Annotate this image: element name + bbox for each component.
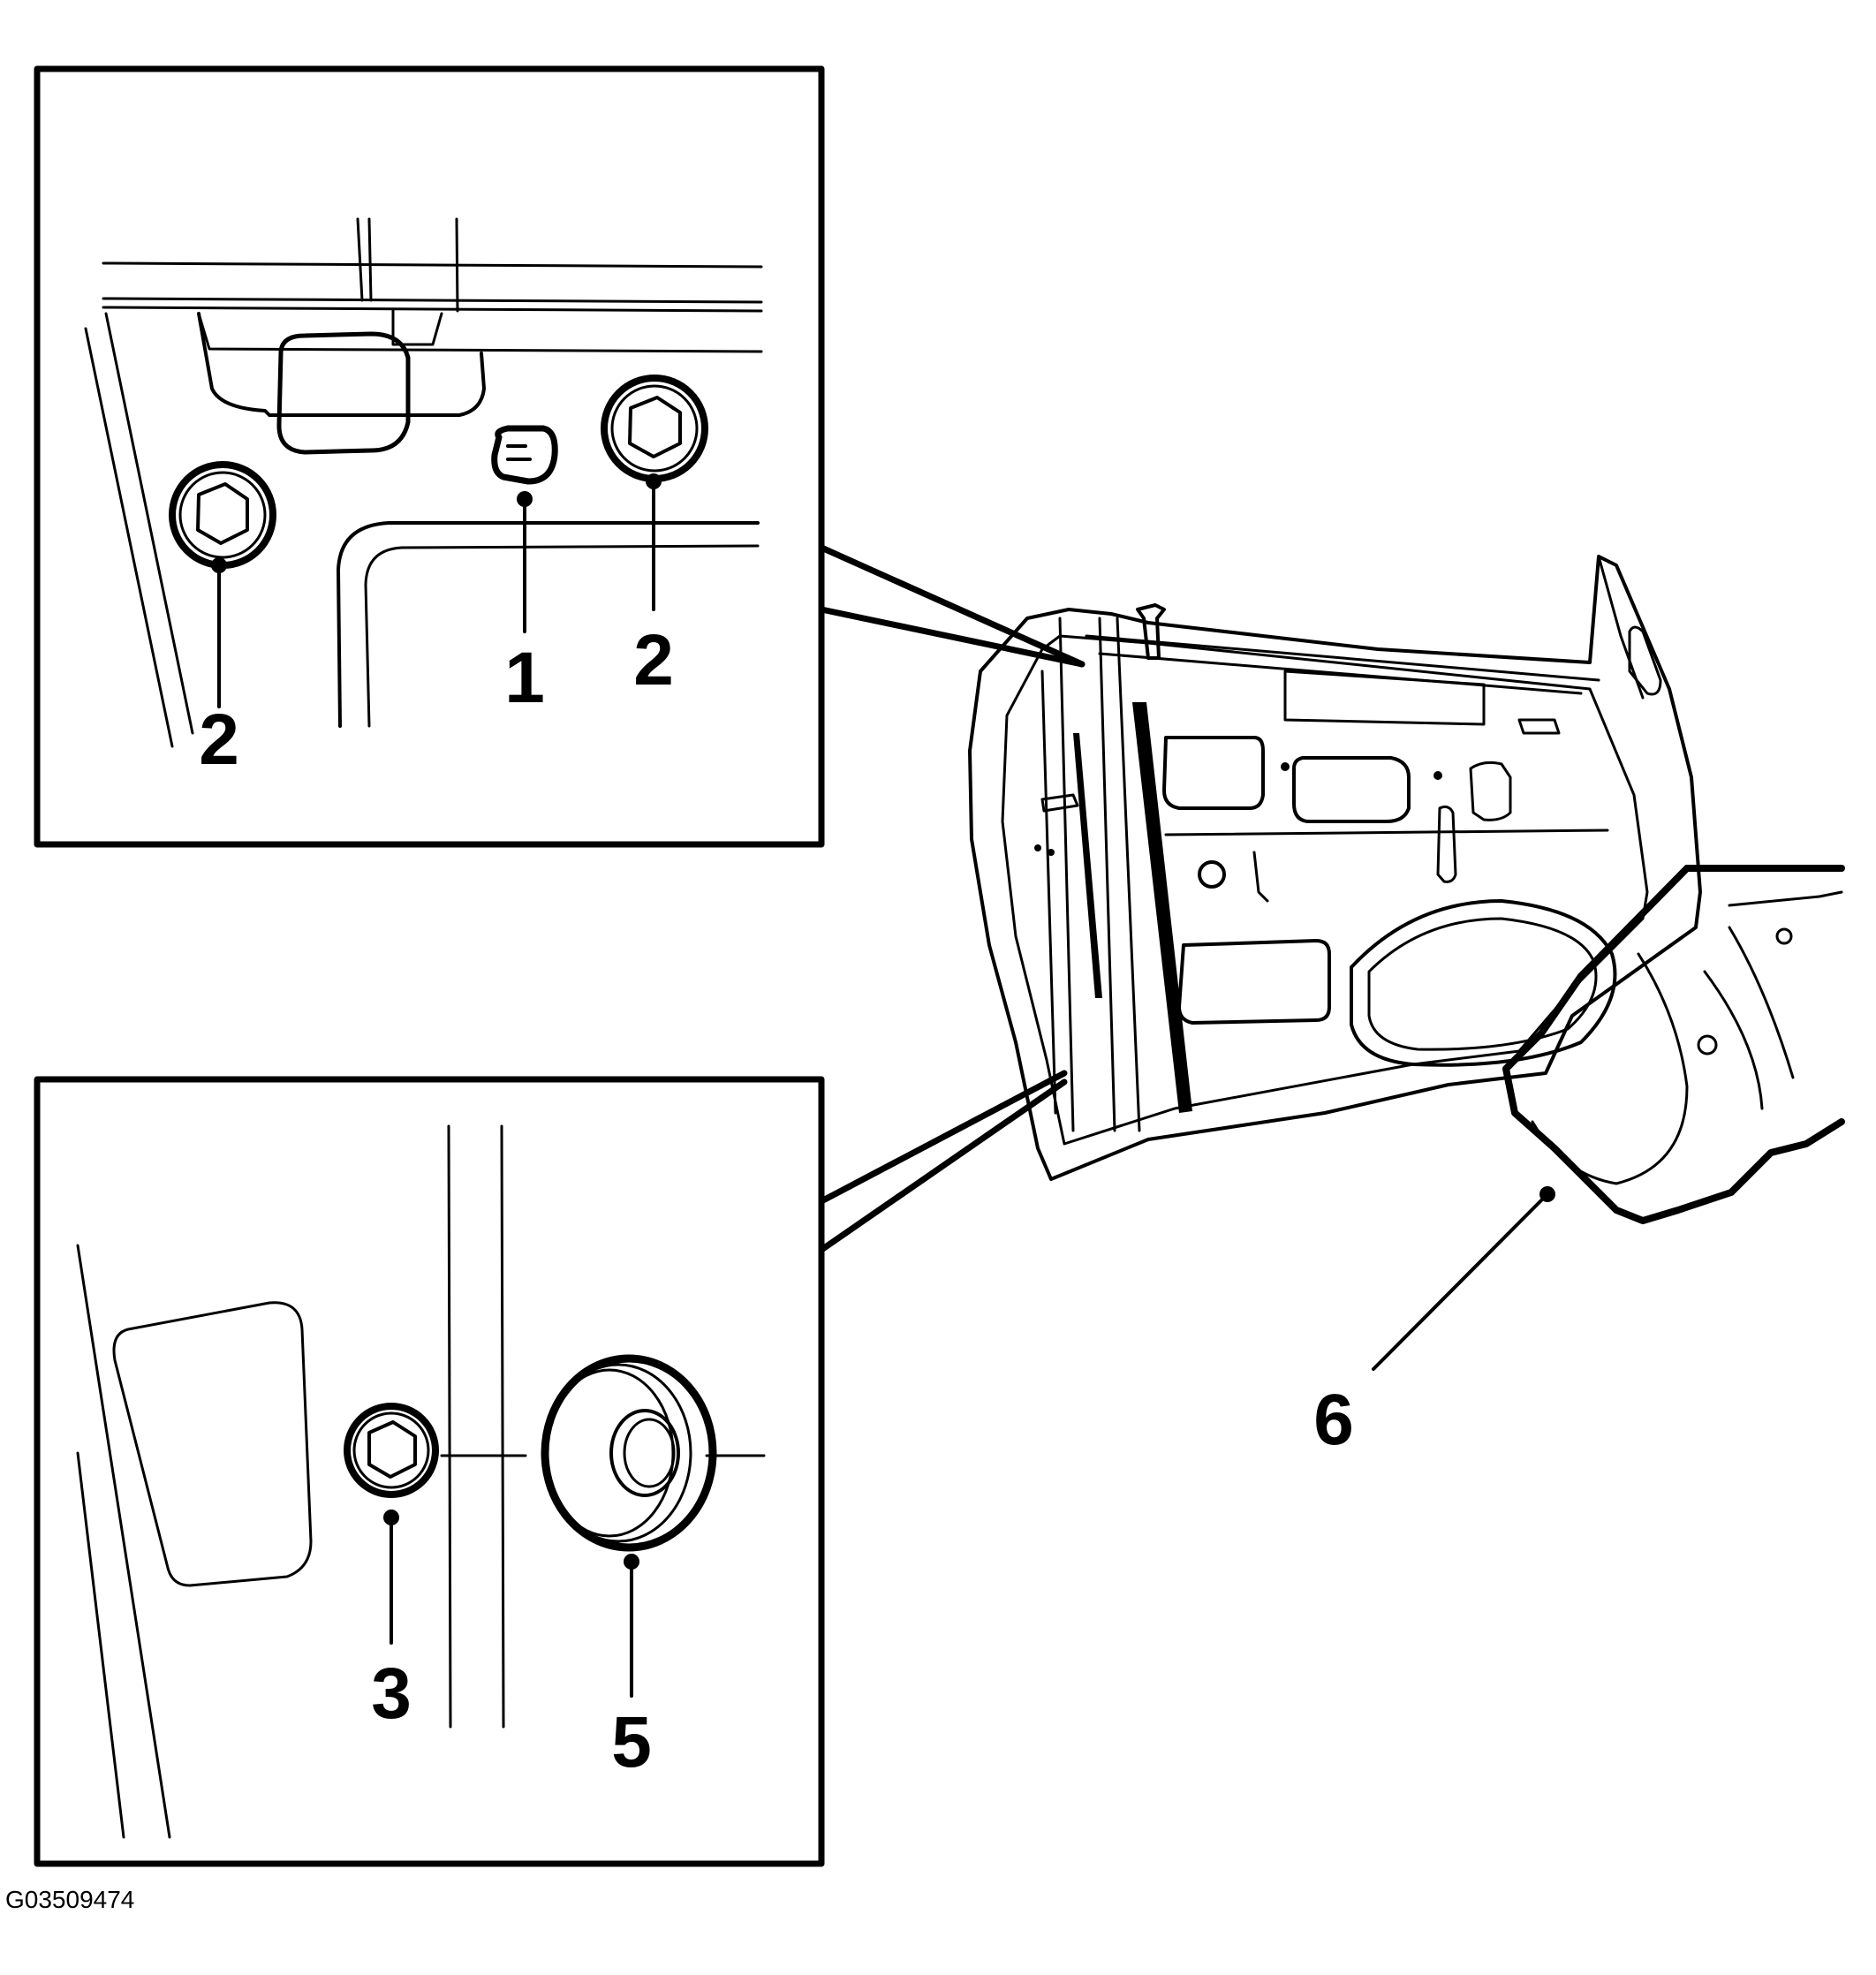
callout-number: 6	[1313, 1380, 1354, 1460]
callout-leader	[211, 557, 227, 708]
callout-number: 3	[371, 1653, 412, 1734]
callout-number: 5	[611, 1702, 652, 1782]
door-trim-panel-drawing: 6	[1313, 865, 1845, 1460]
callout-leader	[624, 1554, 639, 1698]
hex-nut-icon	[169, 461, 276, 569]
top-detail-frame	[34, 65, 825, 848]
top-detail-view: 2 1 2	[34, 65, 825, 848]
grommet-icon	[541, 1354, 717, 1552]
zoom-pointer-bottom	[818, 1070, 1068, 1253]
callout-number: 2	[633, 620, 674, 700]
hex-nut-icon	[344, 1403, 439, 1498]
callout-leader	[1372, 1186, 1555, 1371]
callout-leader	[646, 473, 662, 611]
clip-fastener-icon	[491, 425, 558, 485]
zoom-pointer-top	[818, 544, 1086, 668]
hex-nut-icon	[601, 375, 708, 482]
figure-id-label: G03509474	[5, 1886, 134, 1913]
bottom-detail-view: 3 5	[34, 1076, 825, 1867]
callout-leader	[517, 491, 533, 633]
bottom-detail-frame	[34, 1076, 825, 1867]
callout-leader	[383, 1510, 399, 1645]
callout-number: 2	[199, 700, 239, 780]
callout-number: 1	[504, 638, 545, 718]
door-assembly-drawing	[968, 555, 1702, 1181]
